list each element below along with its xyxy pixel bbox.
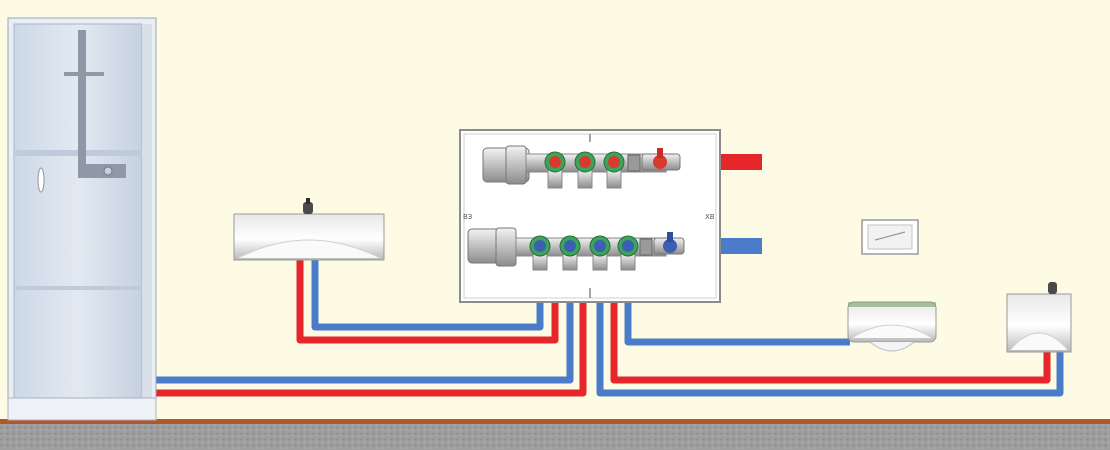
manifold-left-mark: ВЗ [463,213,473,221]
cold-manifold [467,227,685,271]
shower-cabin-icon [7,17,157,421]
kitchen-sink-icon [1006,282,1072,353]
toilet-bowl-icon [847,301,937,352]
floor [0,419,1110,450]
hot-manifold [482,145,681,189]
ball-valve-hot-icon [641,148,681,171]
manifold-cabinet-icon: ВЗ ХВ [459,129,721,303]
flush-plate-icon [861,219,919,255]
manifold-right-mark: ХВ [705,213,715,221]
cold-pipe-kitchen [596,262,1064,397]
washbasin-icon [233,198,385,261]
ball-valve-cold-icon [653,232,685,255]
